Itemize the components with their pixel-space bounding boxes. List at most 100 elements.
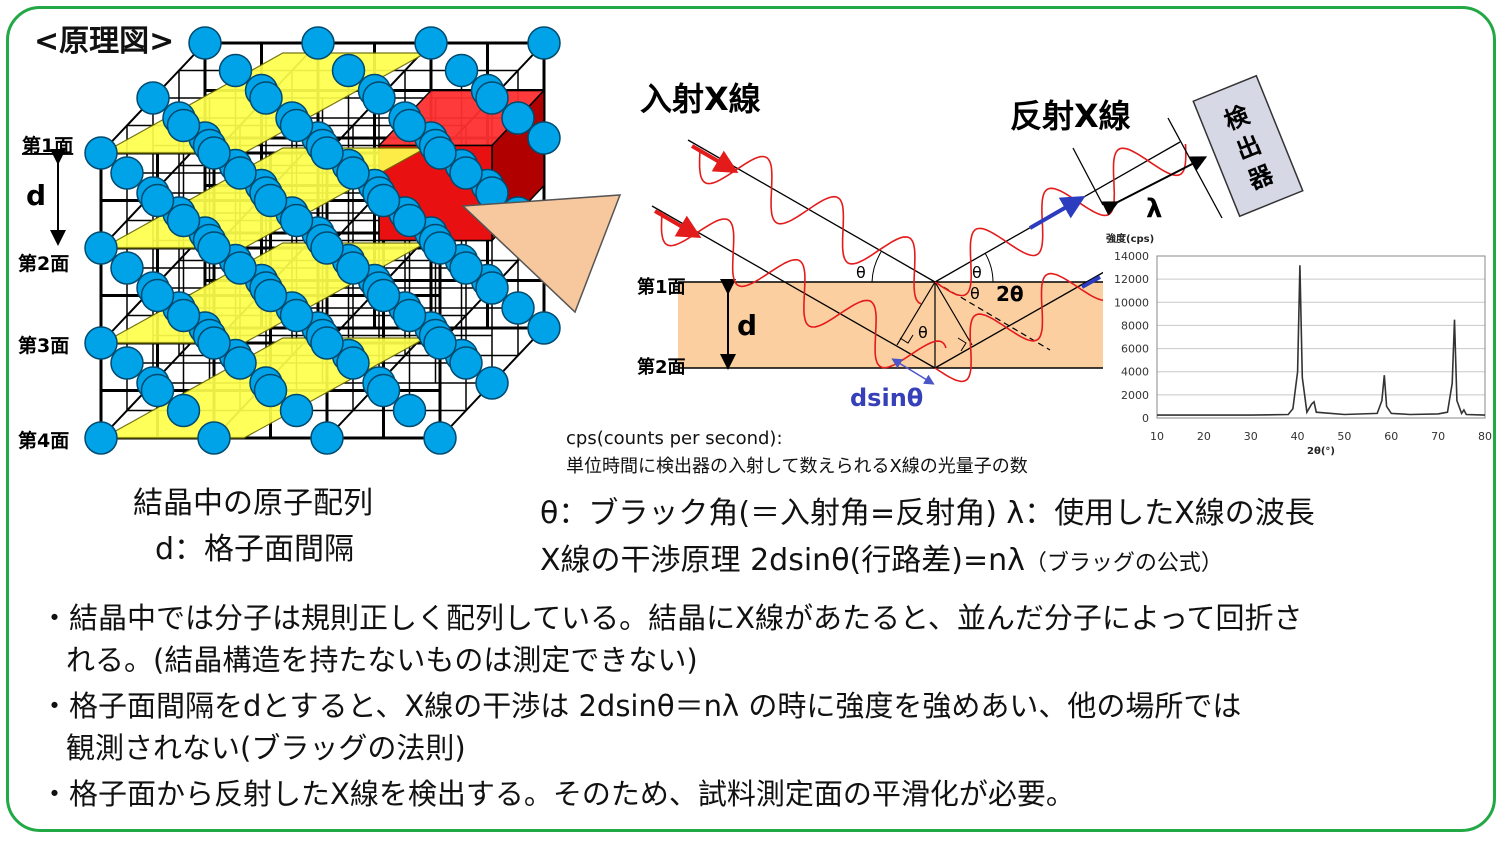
atom	[279, 108, 314, 143]
atom	[253, 278, 288, 313]
atom	[366, 278, 401, 313]
atom	[449, 156, 483, 190]
atom	[362, 81, 396, 115]
atom	[527, 26, 561, 60]
plane-label-3: 第3面	[18, 334, 69, 357]
atom	[501, 101, 535, 135]
reflected-arrow-1	[1029, 196, 1086, 230]
atom	[249, 81, 283, 115]
atom	[501, 291, 535, 325]
outer-frame	[6, 6, 1496, 832]
atom	[279, 393, 314, 428]
incident-label: 入射X線	[640, 80, 761, 118]
atom	[197, 421, 231, 455]
incident-wave-2	[660, 211, 947, 369]
atom	[110, 156, 144, 190]
plane-label-4: 第4面	[18, 429, 69, 452]
atom	[84, 231, 118, 265]
atom	[475, 271, 509, 305]
atom	[140, 183, 175, 218]
atom	[84, 326, 118, 360]
atom	[423, 421, 457, 455]
dsin-label: dsinθ	[850, 384, 923, 412]
reflected-label: 反射X線	[1010, 97, 1131, 135]
atom	[223, 156, 257, 190]
chart-ytick-label: 10000	[1114, 296, 1149, 309]
atom	[336, 251, 370, 285]
atom	[166, 203, 201, 238]
atom	[449, 346, 483, 380]
diff-plane-2: 第2面	[637, 356, 686, 378]
atom	[136, 81, 170, 115]
atom	[392, 393, 427, 428]
lattice-caption-2: d：格子面間隔	[155, 532, 355, 567]
reflected-wave-1	[934, 143, 1187, 297]
atom	[310, 231, 344, 265]
bragg-formula-note: （ブラッグの公式）	[1024, 551, 1223, 576]
atom	[414, 26, 448, 60]
diff-plane-1: 第1面	[637, 276, 686, 298]
atom	[449, 251, 483, 285]
atom	[84, 421, 118, 455]
chart-xtick-label: 40	[1291, 430, 1305, 443]
plane-label-2: 第2面	[18, 252, 69, 275]
atom	[336, 346, 370, 380]
chart-ytick-label: 12000	[1114, 273, 1149, 286]
atom	[423, 136, 457, 170]
page-title: <原理図>	[34, 24, 175, 59]
reflected-arrow-2	[1081, 275, 1101, 289]
bragg-formula: X線の干渉原理 2dsinθ(行路差)=nλ（ブラッグの公式）	[540, 535, 1223, 579]
diff-d-label: d	[737, 309, 757, 342]
chart-xtick-label: 70	[1431, 430, 1445, 443]
theta-incident: θ	[856, 263, 866, 282]
chart-ytick-label: 14000	[1114, 250, 1149, 263]
lambda-arrow	[1101, 156, 1208, 216]
chart-ytick-label: 6000	[1121, 343, 1149, 356]
atom	[392, 203, 427, 238]
incident-arrow-2	[653, 209, 702, 239]
bragg-definitions: θ：ブラック角(＝入射角=反射角) λ：使用したX線の波長	[540, 496, 1315, 531]
chart-ylabel: 強度(cps)	[1106, 232, 1154, 245]
atom	[336, 156, 370, 190]
zoom-callout	[461, 194, 622, 314]
atom	[253, 183, 288, 218]
atom	[310, 421, 344, 455]
atom	[140, 373, 175, 408]
dsin-arrow	[891, 358, 935, 385]
atom	[110, 346, 144, 380]
chart-xtick-label: 20	[1197, 430, 1211, 443]
atom	[188, 26, 222, 60]
atom	[166, 108, 201, 143]
atom	[218, 53, 253, 88]
atom	[223, 346, 257, 380]
atom	[444, 53, 479, 88]
atom	[166, 298, 201, 333]
lattice-caption-1: 結晶中の原子配列	[133, 486, 373, 521]
chart-ytick-label: 2000	[1121, 389, 1149, 402]
chart-ytick-label: 8000	[1121, 319, 1149, 332]
atom	[279, 203, 314, 238]
cps-note-2: 単位時間に検出器の入射して数えられるX線の光量子の数	[566, 456, 1028, 477]
bragg-formula-main: X線の干渉原理 2dsinθ(行路差)=nλ	[540, 543, 1025, 578]
atom	[527, 121, 561, 155]
atom	[527, 311, 561, 345]
theta-triangle: θ	[918, 323, 928, 342]
detector-box: 検 出 器	[1192, 74, 1304, 218]
bullet-1-cont: れる。(結晶構造を持たないものは測定できない)	[66, 643, 698, 677]
chart-xtick-label: 80	[1478, 430, 1492, 443]
atom	[423, 231, 457, 265]
atom	[84, 136, 118, 170]
atom	[140, 278, 175, 313]
chart-xtick-label: 60	[1384, 430, 1398, 443]
chart-xtick-label: 50	[1337, 430, 1351, 443]
plane-label-1: 第1面	[22, 134, 73, 157]
atom	[253, 373, 288, 408]
chart-xtick-label: 30	[1244, 430, 1258, 443]
atom	[197, 136, 231, 170]
atom	[331, 53, 366, 88]
lambda-label: λ	[1146, 194, 1162, 224]
bullet-2-cont: 観測されない(ブラッグの法則)	[66, 731, 466, 765]
atom	[197, 231, 231, 265]
chart-xlabel: 2θ(°)	[1307, 446, 1335, 457]
